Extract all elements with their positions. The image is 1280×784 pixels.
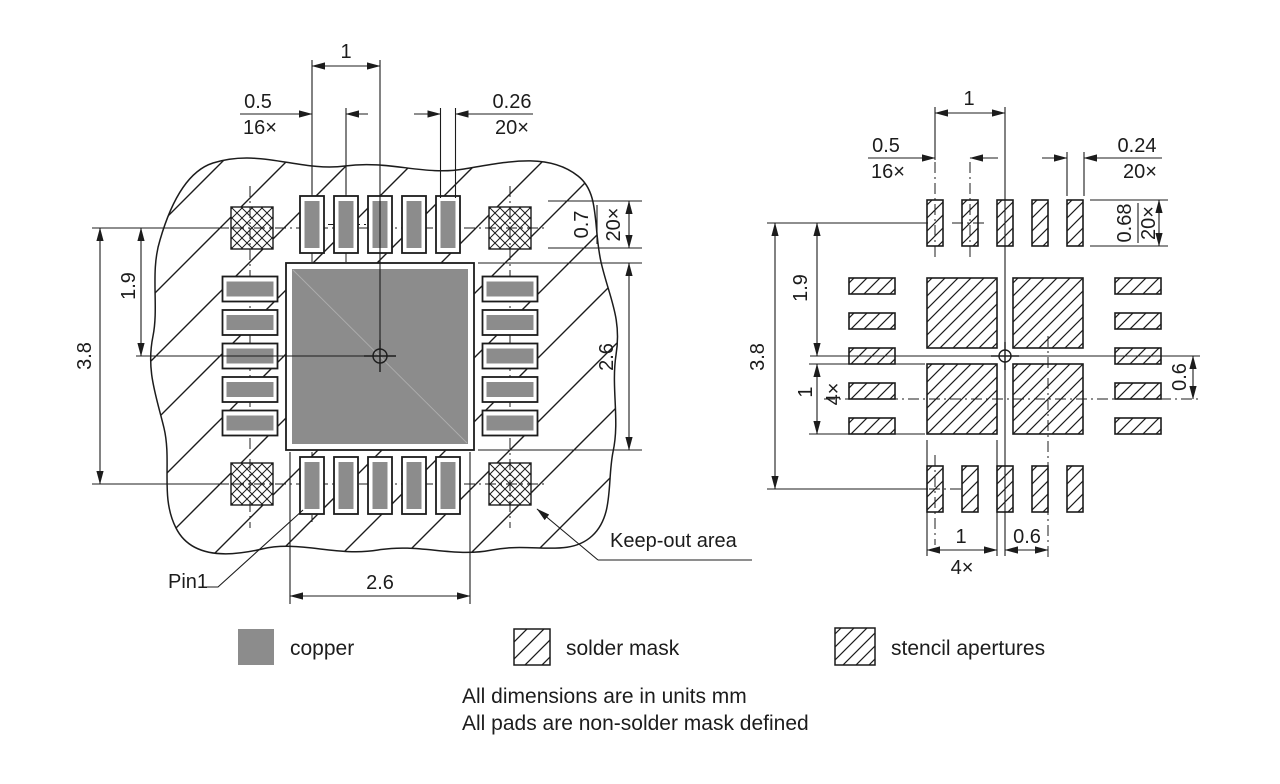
dim-label: 0.5: [244, 91, 272, 113]
legend-item-stencil: stencil apertures: [834, 627, 1045, 666]
notes: All dimensions are in units mm All pads …: [462, 685, 809, 735]
legend-label: solder mask: [566, 637, 680, 660]
dim-center-gap-v: 0.6: [1169, 355, 1197, 400]
legend: copper solder mask stencil apertures: [238, 627, 1045, 666]
stencil-swatch-icon: [834, 627, 876, 666]
dim-label: 3.8: [747, 343, 769, 371]
dim-center-to-row: 1.9: [118, 227, 145, 357]
note-nsmd: All pads are non-solder mask defined: [462, 712, 809, 735]
dim-overall: 3.8: [747, 222, 928, 490]
dim-center-offset: 1: [934, 88, 1006, 160]
dim-qty: 16×: [243, 117, 277, 139]
dim-label: 0.24: [1118, 135, 1157, 157]
dim-qty: 20×: [495, 117, 529, 139]
dim-qty: 4×: [823, 383, 845, 406]
note-units: All dimensions are in units mm: [462, 685, 747, 708]
dim-label: 0.26: [493, 91, 532, 113]
dim-overall: 3.8: [74, 227, 229, 485]
solder-mask-swatch-icon: [513, 628, 551, 666]
keepout-callout: Keep-out area: [536, 508, 752, 561]
dim-label: 1: [795, 386, 817, 397]
dim-label: 1.9: [790, 274, 812, 302]
dim-pitch: 0.5 16×: [240, 91, 368, 194]
legend-item-solder-mask: solder mask: [513, 628, 680, 666]
pin1-callout: Pin1: [168, 509, 304, 593]
dim-aperture-width: 0.24 20×: [1042, 135, 1162, 196]
dim-qty: 20×: [1138, 206, 1160, 240]
dim-pad-length: 0.7 20×: [548, 200, 642, 249]
dim-label: 1: [963, 88, 974, 110]
dim-center-aperture-v: 1 4×: [795, 363, 925, 435]
dim-label: 0.5: [872, 135, 900, 157]
dim-label: 0.6: [1013, 526, 1041, 548]
dim-center-gap-h: 0.6: [1004, 526, 1049, 554]
dim-label: 1: [955, 526, 966, 548]
dim-label: 1: [340, 41, 351, 63]
dim-center-pad-v: 2.6: [478, 262, 642, 451]
center-crosshair: [991, 342, 1019, 370]
dim-label: 3.8: [74, 342, 96, 370]
dim-center-offset: 1: [311, 41, 381, 194]
dim-center-pad-h: 2.6: [289, 452, 471, 604]
dim-label: 0.6: [1169, 363, 1191, 391]
pin1-label: Pin1: [168, 571, 208, 593]
copper-view: 1 0.5 16× 0.26 20× 0.7 20×: [74, 41, 752, 604]
dim-qty: 16×: [871, 161, 905, 183]
stencil-view: 1 0.5 16× 0.24 20× 0.68 20×: [747, 88, 1200, 579]
dim-aperture-length: 0.68 20×: [1090, 199, 1168, 247]
dim-label: 0.7: [571, 211, 593, 239]
dim-qty: 20×: [1123, 161, 1157, 183]
dim-label: 2.6: [366, 572, 394, 594]
dim-label: 0.68: [1114, 204, 1136, 243]
dim-label: 1.9: [118, 272, 140, 300]
dim-qty: 20×: [603, 208, 625, 242]
dim-label: 2.6: [596, 343, 618, 371]
dim-pitch: 0.5 16×: [868, 135, 998, 183]
legend-item-copper: copper: [238, 629, 354, 665]
legend-label: stencil apertures: [891, 637, 1045, 660]
dim-center-to-row: 1.9: [790, 222, 821, 357]
dim-pad-width: 0.26 20×: [414, 91, 533, 198]
keepout-label: Keep-out area: [610, 530, 738, 552]
copper-swatch-icon: [238, 629, 274, 665]
dim-qty: 4×: [951, 557, 974, 579]
dim-center-aperture-h: 1 4×: [926, 440, 998, 579]
legend-label: copper: [290, 637, 354, 660]
